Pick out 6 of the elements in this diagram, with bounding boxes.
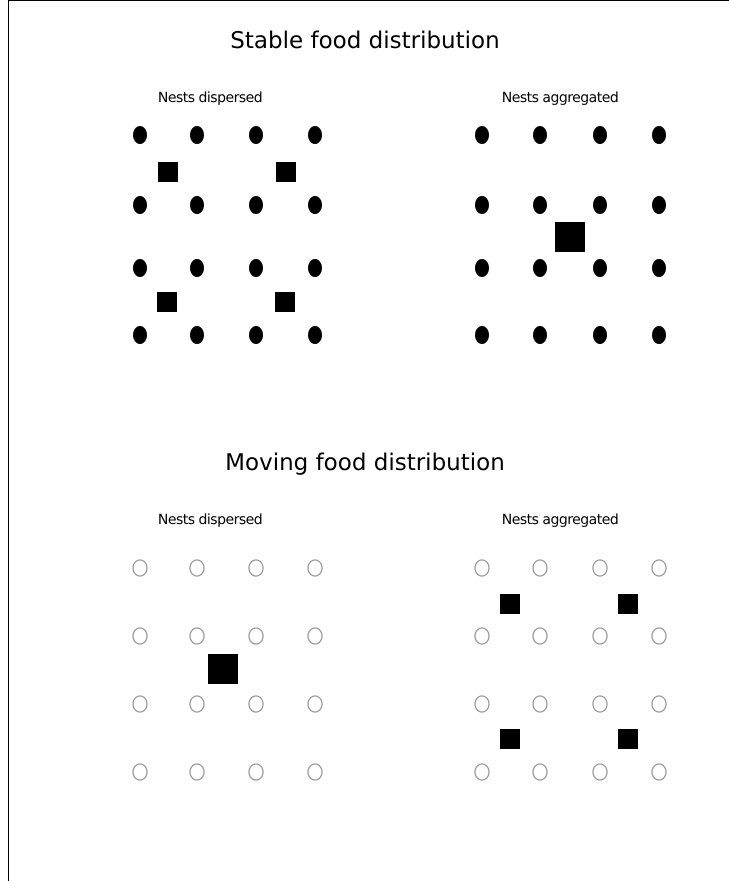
panel-label: Nests dispersed — [158, 90, 262, 106]
heading: Moving food distribution — [225, 450, 505, 476]
panel-label: Nests dispersed — [158, 512, 262, 528]
heading: Stable food distribution — [230, 28, 500, 54]
panel-label: Nests aggregated — [502, 512, 618, 528]
panel-label: Nests aggregated — [502, 90, 618, 106]
